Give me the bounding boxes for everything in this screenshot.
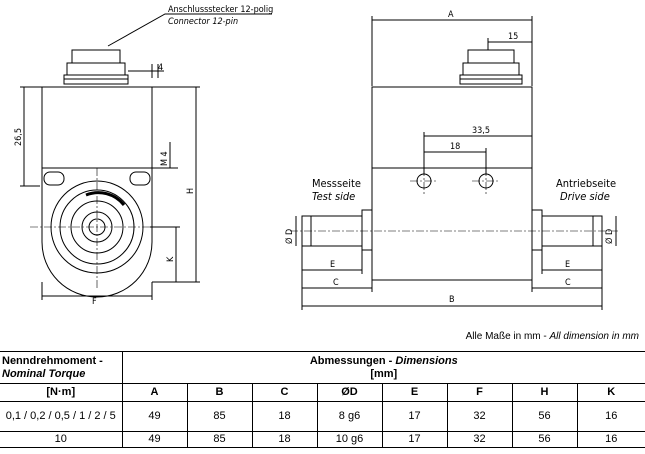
table-row: 10 49 85 18 10 g6 17 32 56 16 <box>0 431 645 448</box>
connector-label-en: Connector 12-pin <box>168 17 238 27</box>
dim-e-left: E <box>330 260 335 270</box>
cell-k: 16 <box>576 431 645 448</box>
header-nominal-de: Nenndrehmoment - <box>2 354 103 367</box>
dim-c-right: C <box>565 278 571 288</box>
cell-b: 85 <box>186 431 253 448</box>
cell-a: 49 <box>121 431 188 448</box>
cell-a: 49 <box>121 401 188 432</box>
col-header-f: F <box>446 383 513 402</box>
header-dims-de: Abmessungen - <box>309 354 396 367</box>
cell-c: 18 <box>251 431 318 448</box>
table-row: 0,1 / 0,2 / 0,5 / 1 / 2 / 5 49 85 18 8 g… <box>0 401 645 432</box>
dim-4: 4 <box>158 63 163 73</box>
dim-c-left: C <box>333 278 339 288</box>
col-header-d: ØD <box>316 383 383 402</box>
header-unit: [mm] <box>370 367 398 380</box>
dim-18: 18 <box>450 142 460 152</box>
col-header-h: H <box>511 383 578 402</box>
drive-side-label-de: Antriebseite <box>556 177 616 190</box>
cell-h: 56 <box>511 431 578 448</box>
cell-f: 32 <box>446 401 513 432</box>
col-header-e: E <box>381 383 448 402</box>
cell-d: 8 g6 <box>316 401 383 432</box>
connector-label-de: Anschlussstecker 12-polig <box>168 5 273 15</box>
dim-33-5: 33,5 <box>472 126 490 136</box>
test-side-label-en: Test side <box>312 190 355 203</box>
drive-side-label-en: Drive side <box>560 190 610 203</box>
col-header-a: A <box>121 383 188 402</box>
dim-26-5: 26,5 <box>14 128 24 146</box>
test-side-label-de: Messseite <box>312 177 361 190</box>
dim-e-right: E <box>565 260 570 270</box>
dim-d-right: Ø D <box>604 229 615 244</box>
header-nominal-torque: Nenndrehmoment - Nominal Torque <box>0 351 123 384</box>
cell-b: 85 <box>186 401 253 432</box>
dim-h: H <box>186 188 196 194</box>
col-header-c: C <box>251 383 318 402</box>
cell-k: 16 <box>576 401 645 432</box>
dim-f: F <box>92 297 97 307</box>
dim-15: 15 <box>508 32 518 42</box>
col-header-k: K <box>576 383 645 402</box>
row-torque: 10 <box>0 431 123 448</box>
row-torque: 0,1 / 0,2 / 0,5 / 1 / 2 / 5 <box>0 401 123 432</box>
cell-e: 17 <box>381 401 448 432</box>
technical-drawing: Anschlussstecker 12-polig Connector 12-p… <box>14 5 618 310</box>
dimension-note: Alle Maße in mm - All dimension in mm <box>466 331 639 342</box>
cell-d: 10 g6 <box>316 431 383 448</box>
header-nominal-en: Nominal Torque <box>2 367 86 380</box>
cell-h: 56 <box>511 401 578 432</box>
cell-f: 32 <box>446 431 513 448</box>
dimension-note-en: All dimension in mm <box>549 331 639 342</box>
dimensions-table: Nenndrehmoment - Nominal Torque Abmessun… <box>0 351 645 448</box>
header-dims-en: Dimensions <box>395 354 458 367</box>
dim-m4: M 4 <box>160 151 170 166</box>
unit-nm: [N·m] <box>0 383 123 402</box>
header-dimensions: Abmessungen - Dimensions [mm] <box>121 351 645 384</box>
col-header-b: B <box>186 383 253 402</box>
dim-b: B <box>449 295 455 305</box>
dim-d-left: Ø D <box>284 229 295 244</box>
dim-a: A <box>448 10 454 20</box>
cell-c: 18 <box>251 401 318 432</box>
dim-k: K <box>166 256 176 262</box>
dimension-note-de: Alle Maße in mm - <box>465 331 550 342</box>
cell-e: 17 <box>381 431 448 448</box>
